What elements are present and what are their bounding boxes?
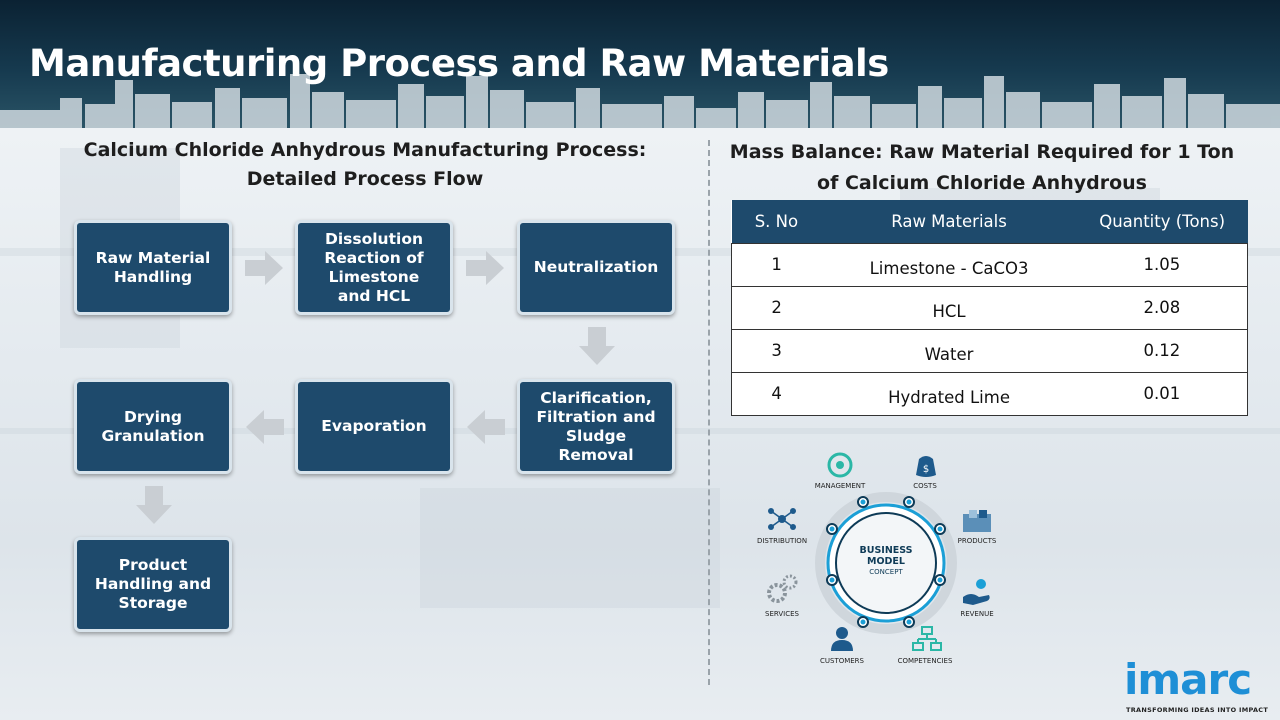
city-skyline-graphic — [0, 74, 1280, 128]
header-banner: Manufacturing Process and Raw Materials — [0, 0, 1280, 128]
step-drying-granulation: Drying Granulation — [74, 379, 232, 474]
imarc-logo: imarc TRANSFORMING IDEAS INTO IMPACT — [1124, 655, 1274, 720]
column-header: Raw Materials — [891, 211, 1007, 231]
step-neutralization: Neutralization — [517, 220, 675, 315]
table-header-row: S. No Raw Materials Quantity (Tons) — [731, 200, 1248, 243]
table-cell: 1.05 — [1076, 242, 1248, 287]
column-header: Quantity (Tons) — [1099, 211, 1226, 231]
step-dissolution-reaction: Dissolution Reaction of Limestone and HC… — [295, 220, 453, 315]
products-icon — [963, 510, 991, 532]
table-cell: HCL — [821, 285, 1077, 330]
arrow-down-icon — [579, 327, 615, 365]
arrow-left-icon — [246, 410, 284, 444]
customers-icon — [831, 627, 853, 651]
management-icon — [827, 452, 853, 478]
step-raw-material-handling: Raw Material Handling — [74, 220, 232, 315]
logo-wordmark: imarc — [1124, 655, 1252, 704]
revenue-icon — [963, 579, 990, 605]
section-divider — [708, 140, 710, 685]
table-cell: 0.01 — [1076, 371, 1248, 416]
table-cell: 2.08 — [1076, 285, 1248, 330]
business-model-center-text: BUSINESS MODEL CONCEPT — [859, 545, 912, 576]
step-clarification-filtration: Clarification, Filtration and Sludge Rem… — [517, 379, 675, 474]
label-distribution: DISTRIBUTION — [756, 537, 808, 545]
costs-icon: $ — [916, 456, 936, 477]
label-customers: CUSTOMERS — [819, 657, 864, 665]
table-cell: Limestone - CaCO3 — [821, 242, 1077, 287]
page-title: Manufacturing Process and Raw Materials — [29, 42, 889, 85]
label-revenue: REVENUE — [960, 610, 994, 618]
business-model-graphic: BUSINESS MODEL CONCEPT MANAGEMENT $ COST… — [755, 445, 1015, 670]
step-product-handling-storage: Product Handling and Storage — [74, 537, 232, 632]
svg-text:MODEL: MODEL — [867, 556, 905, 567]
table-cell: 4 — [731, 371, 822, 416]
table-cell: 1 — [731, 242, 822, 287]
step-evaporation: Evaporation — [295, 379, 453, 474]
svg-text:$: $ — [923, 464, 929, 475]
label-costs: COSTS — [913, 482, 937, 490]
arrow-right-icon — [466, 251, 504, 285]
table-cell: 2 — [731, 285, 822, 330]
svg-text:CONCEPT: CONCEPT — [869, 568, 903, 576]
mass-balance-title: Mass Balance: Raw Material Required for … — [729, 141, 1235, 194]
mass-balance-table: S. No Raw Materials Quantity (Tons) 1 Li… — [731, 200, 1248, 416]
table-row: 2 HCL 2.08 — [731, 285, 1248, 330]
table-cell: Water — [821, 328, 1077, 373]
arrow-right-icon — [245, 251, 283, 285]
services-icon — [767, 574, 798, 603]
table-cell: 0.12 — [1076, 328, 1248, 373]
table-cell: Hydrated Lime — [821, 371, 1077, 416]
competencies-icon — [912, 626, 942, 651]
table-row: 3 Water 0.12 — [731, 328, 1248, 373]
logo-tagline: TRANSFORMING IDEAS INTO IMPACT — [1126, 706, 1269, 714]
table-row: 4 Hydrated Lime 0.01 — [731, 371, 1248, 416]
arrow-down-icon — [136, 486, 172, 524]
process-flow-title: Calcium Chloride Anhydrous Manufacturing… — [83, 139, 647, 190]
business-model-wheel — [815, 492, 957, 634]
table-cell: 3 — [731, 328, 822, 373]
svg-text:BUSINESS: BUSINESS — [859, 545, 912, 556]
distribution-icon — [768, 508, 796, 530]
arrow-left-icon — [467, 410, 505, 444]
label-products: PRODUCTS — [957, 537, 997, 545]
label-management: MANAGEMENT — [814, 482, 866, 490]
column-header: S. No — [754, 211, 799, 231]
table-row: 1 Limestone - CaCO3 1.05 — [731, 242, 1248, 287]
label-competencies: COMPETENCIES — [897, 657, 953, 665]
label-services: SERVICES — [765, 610, 799, 618]
